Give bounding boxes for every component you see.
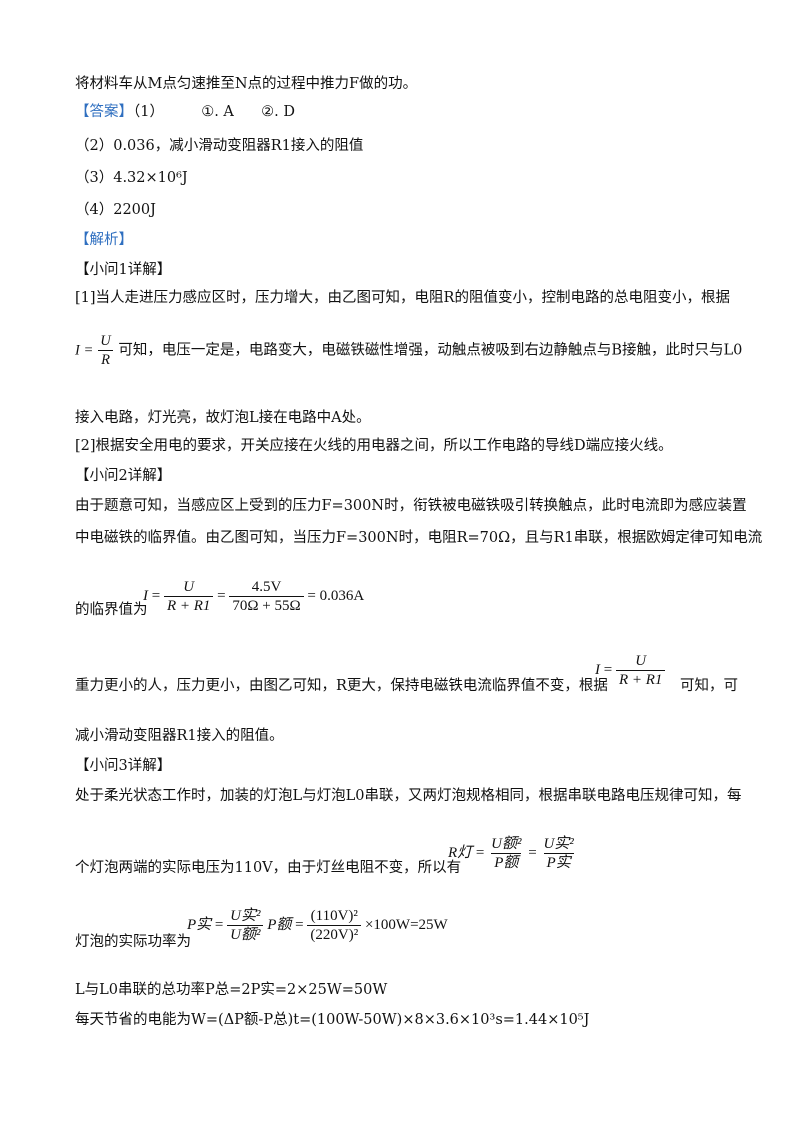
answer-q1-number: （1） [133,104,164,120]
analysis-label: 【解析】 [75,232,133,248]
section2-paragraph2: 中电磁铁的临界值。由乙图可知，当压力F=300N时，电阻R=70Ω，且与R1串联… [75,530,763,546]
formula-r: R [98,350,113,369]
eq3-i: I [595,661,600,678]
eq5-frac1: U实² U额² [227,907,264,944]
section3-paragraph1: 处于柔光状态工作时，加装的灯泡L与灯泡L0串联，又两灯泡规格相同，根据串联电路电… [75,788,742,804]
eq2-val-num: 4.5V [251,579,282,595]
eq5-result: ×100W=25W [364,916,448,933]
eq5-ratio-den: (220V)² [307,925,362,944]
section2-paragraph5: 减小滑动变阻器R1接入的阻值。 [75,728,284,744]
section2-paragraph3: 的临界值为 [75,602,148,618]
answer-q4: （4）2200J [75,202,156,218]
section3-paragraph3: 灯泡的实际功率为 [75,934,191,950]
eq4-u-rated-sq: U额² [491,836,522,852]
eq2-result: = 0.036A [307,587,365,604]
formula-i: I [75,342,80,359]
eq2-i: I [143,587,148,604]
eq5-eq: = [214,916,224,933]
eq2-frac2: 4.5V 70Ω + 55Ω [229,578,304,615]
eq4-eq2: = [528,844,537,861]
eq3-eq: = [603,661,613,678]
eq5-u-rated-sq: U额² [227,925,264,944]
section2-equation: I = U R + R1 = 4.5V 70Ω + 55Ω = 0.036A [143,578,364,615]
section1-paragraph3: 接入电路，灯光亮，故灯泡L接在电路中A处。 [75,410,371,426]
eq4-frac2: U实² P实 [540,835,576,872]
section2-paragraph4b: 可知，可 [680,678,738,694]
answer-q1-a: ①. A [201,104,234,120]
eq2-r-plus-r1: R + R1 [163,596,214,615]
eq5-p-real: P实 [187,916,212,933]
intro-line: 将材料车从M点匀速推至N点的过程中推力F做的功。 [75,76,418,92]
section2-title: 【小问2详解】 [75,468,172,484]
section2-formula-inline: I = U R + R1 [595,652,666,689]
section3-title: 【小问3详解】 [75,758,172,774]
answer-q1-line: 【答案】（1） ①. A ②. D [75,102,295,122]
answer-label: 【答案】 [75,104,133,120]
section1-formula-line: I = U R 可知，电压一定是，电路变大，电磁铁磁性增强，动触点被吸到右边静触… [75,332,742,369]
section3-paragraph4: L与L0串联的总功率P总=2P实=2×25W=50W [75,982,388,998]
eq5-p-rated: P额 [267,916,292,933]
eq5-ratio-num: (110V)² [310,908,358,924]
eq5-u-real-sq: U实² [230,908,261,924]
eq5-eq2: = [295,916,304,933]
formula-eq: = [84,342,93,359]
eq3-r-plus-r1: R + R1 [615,670,666,689]
eq2-eq2: = [217,587,226,604]
section2-paragraph1: 由于题意可知，当感应区上受到的压力F=300N时，衔铁被电磁铁吸引转换触点，此时… [75,498,747,514]
eq4-p-rated: P额 [491,853,522,872]
section1-paragraph2: 可知，电压一定是，电路变大，电磁铁磁性增强，动触点被吸到右边静触点与B接触，此时… [118,342,743,359]
eq2-u: U [183,579,195,595]
section3-power-equation: P实 = U实² U额² P额 = (110V)² (220V)² ×100W=… [187,907,448,944]
eq4-frac1: U额² P额 [488,835,524,872]
answer-q3: （3）4.32×10⁶J [75,170,188,186]
formula-u: U [100,333,111,349]
section2-paragraph4: 重力更小的人，压力更小，由图乙可知，R更大，保持电磁铁电流临界值不变，根据 [75,678,608,694]
answer-q1-b: ②. D [261,104,295,120]
section1-paragraph4: [2]根据安全用电的要求，开关应接在火线的用电器之间，所以工作电路的导线D端应接… [75,438,673,454]
section3-paragraph5: 每天节省的电能为W=(ΔP额-P总)t=(100W-50W)×8×3.6×10³… [75,1012,590,1028]
eq3-u: U [635,653,647,669]
section1-paragraph1: [1]当人走进压力感应区时，压力增大，由乙图可知，电阻R的阻值变小，控制电路的总… [75,290,730,306]
eq2-val-den: 70Ω + 55Ω [229,596,304,615]
eq3-frac: U R + R1 [615,652,666,689]
section3-paragraph2: 个灯泡两端的实际电压为110V，由于灯丝电阻不变，所以有 [75,860,462,876]
eq4-r-lamp: R灯 [448,844,473,861]
eq5-frac2: (110V)² (220V)² [307,907,362,944]
formula-u-over-r: U R [97,332,113,369]
eq2-eq: = [151,587,161,604]
eq2-frac1: U R + R1 [163,578,214,615]
eq4-u-real-sq: U实² [543,836,574,852]
eq4-eq: = [475,844,485,861]
section3-resistance-equation: R灯 = U额² P额 = U实² P实 [448,835,577,872]
section1-title: 【小问1详解】 [75,262,172,278]
answer-q2: （2）0.036，减小滑动变阻器R1接入的阻值 [75,138,364,154]
eq4-p-real: P实 [543,853,574,872]
